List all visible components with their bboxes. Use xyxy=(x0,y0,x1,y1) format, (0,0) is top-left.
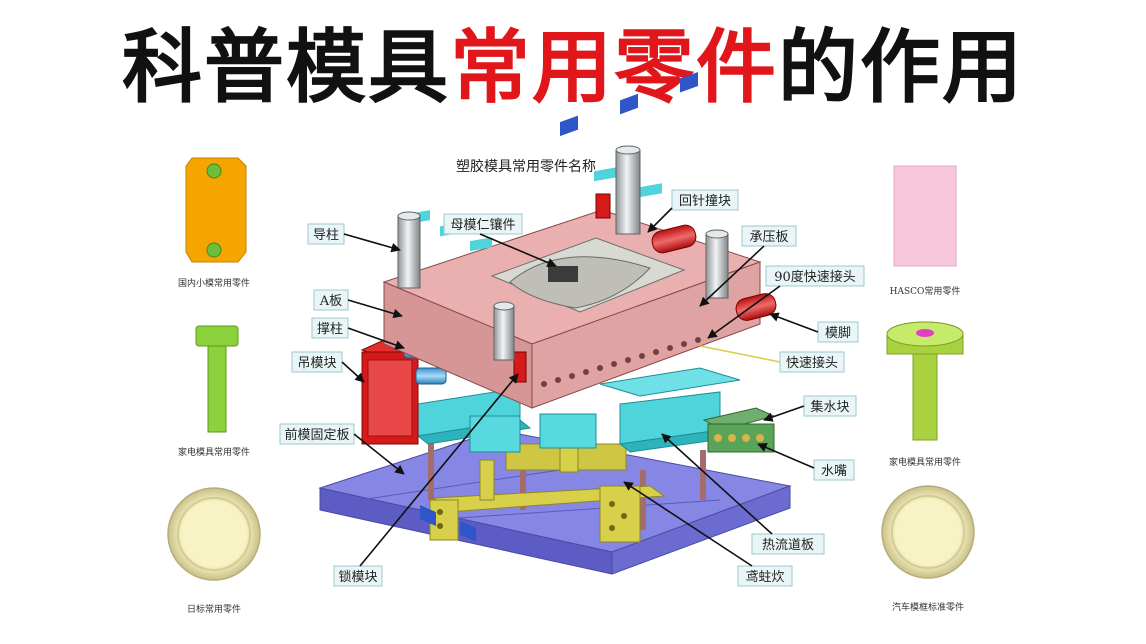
mold-assembly xyxy=(318,71,792,575)
label-bearing-plate: 承压板 xyxy=(749,230,788,245)
label-support-pillar: 撑柱 xyxy=(317,322,343,337)
support-blocks xyxy=(416,367,741,453)
side-part-right-2: 家电模具常用零件 xyxy=(886,321,964,468)
label-mold-foot: 模脚 xyxy=(825,325,851,341)
label-box xyxy=(741,225,797,247)
callouts: 塑胶模具常用零件名称 导柱 A板 撑柱 吊模块 前模固定板 锁模块 母模仁镶件 … xyxy=(279,158,865,587)
pin-head-icon xyxy=(195,325,239,347)
label-return-pin-block: 回针撞块 xyxy=(679,194,731,209)
side-caption-right-2: 家电模具常用零件 xyxy=(889,456,961,468)
side-caption-left-3: 日标常用零件 xyxy=(187,603,241,615)
label-water-nozzle: 水嘴 xyxy=(821,464,847,479)
bolt-icon xyxy=(206,242,222,258)
label-cavity-insert: 母模仁镶件 xyxy=(450,217,515,233)
label-box xyxy=(813,459,855,481)
title-part-2-highlight: 常用零件 xyxy=(450,21,778,114)
title-part-3: 的作用 xyxy=(778,21,1024,114)
side-part-left-1: 国内小模常用零件 xyxy=(178,157,250,289)
side-part-left-2: 家电模具常用零件 xyxy=(178,325,250,458)
label-water-collector: 集水块 xyxy=(810,399,849,415)
bolt-icon xyxy=(206,163,222,179)
water-collector-shape xyxy=(702,407,776,453)
label-spruce-block: 鸢蛀炊 xyxy=(745,570,784,585)
lifting-block-shape xyxy=(360,339,422,445)
side-caption-right-3: 汽车模框标准零件 xyxy=(892,601,964,613)
disc-icon xyxy=(167,487,261,581)
orange-block-icon xyxy=(185,157,247,263)
label-lock-block: 锁模块 xyxy=(338,569,377,585)
label-a-plate: A板 xyxy=(319,294,342,309)
diagram-header: 塑胶模具常用零件名称 xyxy=(456,158,596,175)
side-part-right-1: HASCO常用零件 xyxy=(890,165,961,297)
side-part-right-3: 汽车模框标准零件 xyxy=(881,485,975,613)
label-box xyxy=(333,565,383,587)
guide-pillar-shape xyxy=(397,145,729,361)
label-front-clamp-plate: 前模固定板 xyxy=(284,427,349,443)
label-box xyxy=(765,265,865,287)
a-plate-shape xyxy=(382,71,762,542)
label-lifting-block: 吊模块 xyxy=(297,356,336,371)
pink-plate-icon xyxy=(893,165,957,267)
label-hot-runner-plate: 热流道板 xyxy=(762,538,814,553)
pin-shaft-icon xyxy=(207,345,227,433)
side-caption-left-1: 国内小模常用零件 xyxy=(178,277,250,289)
side-part-left-3: 日标常用零件 xyxy=(167,487,261,615)
page-title: 科普模具常用零件的作用 xyxy=(0,18,1146,118)
title-part-1: 科普模具 xyxy=(122,21,450,114)
side-caption-left-2: 家电模具常用零件 xyxy=(178,446,250,458)
label-box xyxy=(443,213,523,235)
label-quick-joint: 快速接头 xyxy=(786,355,838,371)
label-box xyxy=(737,565,793,587)
label-box xyxy=(671,189,739,211)
label-box xyxy=(751,533,825,555)
side-caption-right-1: HASCO常用零件 xyxy=(890,285,961,297)
disc-icon xyxy=(881,485,975,579)
label-guide-pillar: 导柱 xyxy=(313,228,339,243)
nozzle-shaft-icon xyxy=(912,353,938,441)
label-quick-joint-90: 90度快速接头 xyxy=(774,269,856,285)
